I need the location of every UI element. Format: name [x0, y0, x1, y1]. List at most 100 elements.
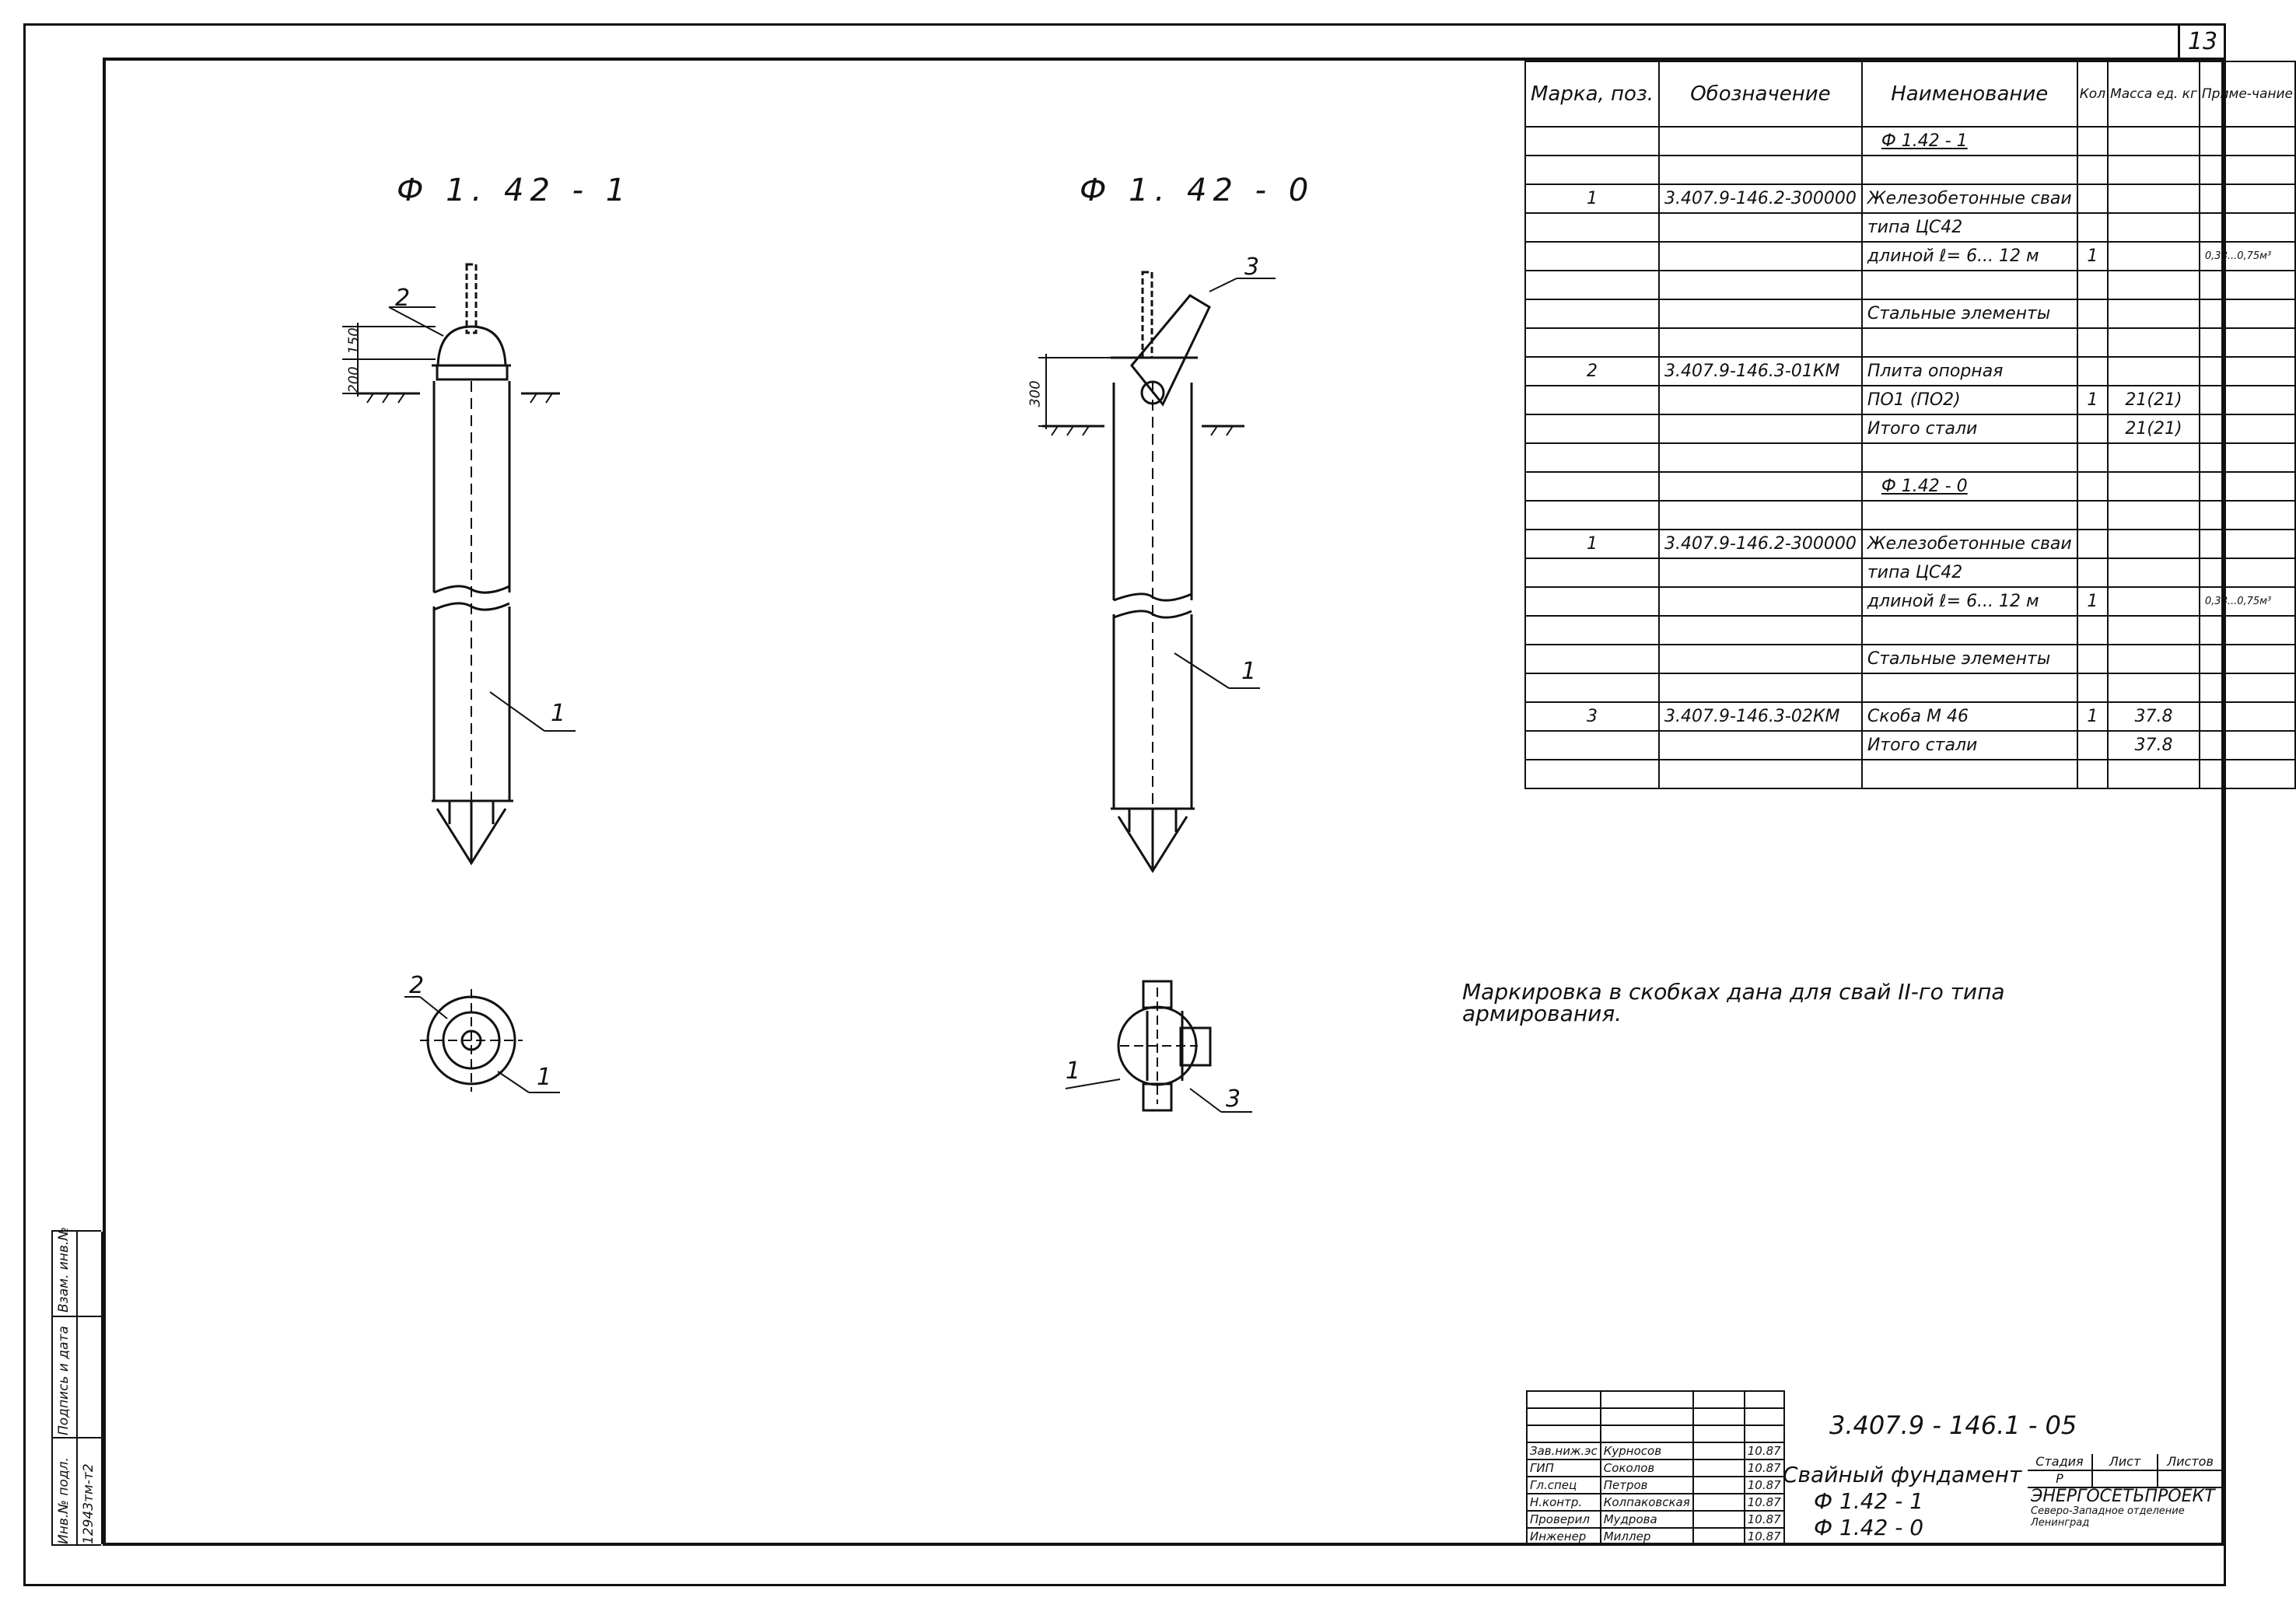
spec-row [1524, 500, 2296, 530]
spec-cell [1524, 270, 1661, 300]
spec-cell: Плита опорная [1860, 356, 2078, 386]
spec-row: Стальные элементы [1524, 644, 2296, 674]
spec-cell: 1 [2076, 241, 2109, 271]
spec-cell [2107, 270, 2200, 300]
spec-cell [1524, 615, 1661, 645]
spec-row [1524, 615, 2296, 645]
col-note: Приме-чание [2198, 61, 2296, 128]
spec-cell: длиной ℓ= 6... 12 м [1860, 586, 2078, 617]
spec-cell [1658, 730, 1863, 760]
spec-cell [2076, 327, 2109, 358]
spec-cell [2107, 644, 2200, 674]
spec-cell [1524, 126, 1661, 156]
left-view-title: Ф 1. 42 - 1 [397, 173, 632, 208]
signer-role: Зав.ниж.эс [1526, 1442, 1601, 1460]
spec-cell [2198, 270, 2296, 300]
spec-cell [2076, 356, 2109, 386]
callout-2-left: 2 [395, 285, 411, 312]
stamp-inv-podl: Инв.№ подл. [56, 1457, 72, 1544]
sheet-value [2093, 1471, 2158, 1487]
spec-cell [1658, 327, 1863, 358]
title-line-3: Ф 1.42 - 0 [1814, 1515, 1924, 1540]
spec-row: Ф 1.42 - 1 [1524, 126, 2296, 156]
spec-cell [2198, 442, 2296, 473]
spec-cell [2076, 759, 2109, 789]
spec-cell [2076, 212, 2109, 243]
spec-cell: Железобетонные сваи [1860, 529, 2078, 559]
spec-cell [1658, 500, 1863, 530]
spec-cell [2107, 759, 2200, 789]
signer-role: Проверил [1526, 1510, 1601, 1529]
spec-cell: Стальные элементы [1860, 644, 2078, 674]
spec-cell [1658, 615, 1863, 645]
spec-cell: типа ЦС42 [1860, 558, 2078, 588]
spec-cell [2107, 327, 2200, 358]
callout-1-right: 1 [1241, 658, 1257, 685]
spec-cell [1860, 673, 2078, 703]
spec-cell [2198, 500, 2296, 530]
spec-row [1524, 673, 2296, 703]
spec-cell [1524, 212, 1661, 243]
specification-table: Марка, поз. Обозначение Наименование Кол… [1524, 61, 2296, 789]
spec-cell [2107, 299, 2200, 329]
signer-name: Мудрова [1599, 1510, 1694, 1529]
signer-role: ГИП [1526, 1459, 1601, 1477]
spec-row: Ф 1.42 - 0 [1524, 471, 2296, 502]
spec-cell [1658, 212, 1863, 243]
spec-cell [2107, 212, 2200, 243]
spec-row: типа ЦС42 [1524, 212, 2296, 243]
spec-cell [1658, 155, 1863, 185]
callout-1-left: 1 [551, 700, 566, 727]
spec-cell [2076, 529, 2109, 559]
spec-cell [1860, 759, 2078, 789]
signer-date: 10.87 [1743, 1442, 1785, 1460]
spec-cell [2198, 529, 2296, 559]
spec-cell [2076, 615, 2109, 645]
spec-cell [2198, 356, 2296, 386]
spec-cell: 3 [1524, 701, 1661, 732]
spec-cell [1658, 442, 1863, 473]
callout-3-plan-right: 3 [1226, 1085, 1241, 1113]
spec-cell [2198, 759, 2296, 789]
spec-row [1524, 155, 2296, 185]
spec-cell [1658, 644, 1863, 674]
spec-cell [2198, 385, 2296, 415]
callout-1-plan-right: 1 [1066, 1057, 1081, 1085]
spec-cell: 3.407.9-146.2-300000 [1658, 529, 1863, 559]
callout-3-right: 3 [1244, 253, 1260, 281]
sheets-label: Листов [2158, 1454, 2224, 1470]
spec-cell: 3.407.9-146.3-02КМ [1658, 701, 1863, 732]
spec-cell: Итого стали [1860, 414, 2078, 444]
signer-date: 10.87 [1743, 1476, 1785, 1494]
signer-signature [1692, 1527, 1745, 1546]
spec-cell [2198, 730, 2296, 760]
signer-signature [1692, 1442, 1745, 1460]
spec-cell: Железобетонные сваи [1860, 184, 2078, 214]
spec-cell [1658, 471, 1863, 502]
spec-cell: 1 [2076, 385, 2109, 415]
spec-cell [2076, 730, 2109, 760]
spec-cell [1860, 615, 2078, 645]
drawing-frame [103, 58, 2224, 1546]
spec-cell [2076, 673, 2109, 703]
spec-row [1524, 442, 2296, 473]
spec-cell [1860, 327, 2078, 358]
spec-cell [2076, 126, 2109, 156]
approval-stamp: Взам. инв.№ Подпись и дата Инв.№ подл. 1… [51, 1227, 103, 1546]
spec-cell [1524, 673, 1661, 703]
spec-cell [2198, 615, 2296, 645]
sheet-number: 13 [2178, 25, 2225, 61]
spec-cell: 0,38...0,75м³ [2198, 586, 2296, 617]
signer-date: 10.87 [1743, 1527, 1785, 1546]
spec-cell [2198, 644, 2296, 674]
